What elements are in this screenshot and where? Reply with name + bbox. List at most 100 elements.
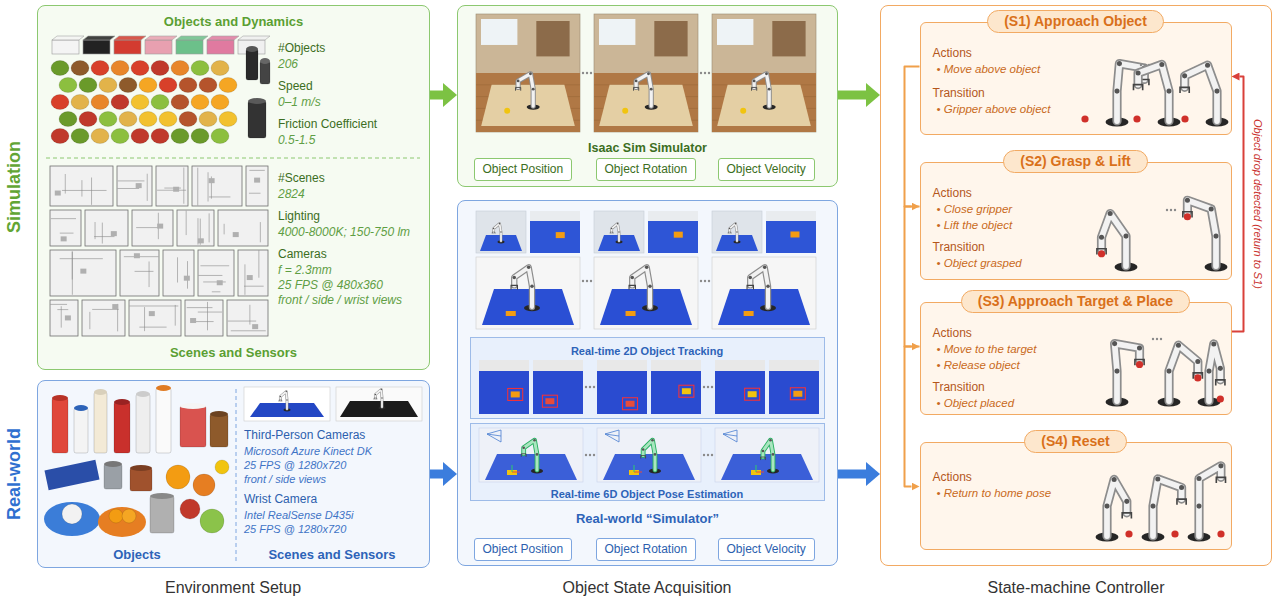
text-slot: Speed: [278, 76, 313, 94]
node-label: Actions: [933, 186, 972, 201]
robot-joint: [618, 231, 620, 233]
object-can: [180, 406, 206, 447]
floor-plan-furniture: [173, 187, 179, 192]
robot-joint: [648, 284, 652, 288]
robot-arm: [280, 392, 287, 409]
ellipsis-dot: [1139, 63, 1141, 65]
floor-plan-furniture: [190, 318, 196, 323]
robot-joint: [1217, 365, 1222, 370]
floor-plan-furniture: [209, 178, 215, 183]
camera-frame: [712, 211, 762, 253]
ellipsis-dot: [584, 385, 586, 387]
label-slot: Real-world: [3, 428, 26, 520]
toy-block: [52, 40, 79, 54]
robot-joint: [527, 266, 531, 270]
tracking-frame-wall: [715, 360, 765, 371]
node-label: Scenes and Sensors: [268, 547, 395, 563]
node-label: Object Velocity: [727, 542, 806, 557]
text-slot: Microsoft Azure Kinect DK: [244, 441, 372, 459]
node-label: Object Position: [483, 542, 564, 557]
floor-plan-wall: [186, 211, 187, 235]
sim-floor: [594, 73, 698, 132]
node-label: 25 FPS @ 1280x720: [244, 523, 346, 537]
robot-joint: [1211, 341, 1216, 346]
node-label: • Object grasped: [937, 256, 1022, 270]
floor-plan: [246, 166, 268, 206]
floor-plan-wall: [198, 312, 222, 313]
object-fruit: [131, 61, 149, 76]
robot-gripper: [634, 87, 639, 90]
robot-joint: [499, 223, 501, 225]
robot-joint: [611, 228, 613, 230]
robot-gripper: [760, 457, 765, 460]
floor-plan-furniture: [217, 280, 223, 285]
text-slot: f = 2.3mm: [278, 260, 332, 278]
floor-plan-furniture: [61, 236, 67, 241]
object-fruit: [139, 112, 157, 127]
object-fruit: [171, 95, 189, 110]
ellipsis-dot: [1169, 208, 1171, 210]
robot-joint: [761, 449, 764, 452]
object-can: [260, 61, 270, 84]
robot-joint: [1184, 197, 1189, 202]
ellipsis-dot: [706, 453, 708, 455]
floor-plan-furniture: [184, 276, 190, 281]
floor-plan-furniture: [233, 232, 239, 237]
text-slot: • Gripper above object: [937, 99, 1051, 117]
text-slot: Actions: [933, 43, 972, 61]
text-slot: (S4) Reset: [921, 430, 1231, 454]
text-slot: Transition: [933, 377, 985, 395]
sim-table: [717, 85, 811, 126]
robot-joint: [530, 284, 534, 288]
robot-joint: [1136, 345, 1141, 350]
bounding-box: [790, 387, 805, 399]
object-fruit: [91, 129, 109, 144]
robot-gripper: [1215, 379, 1224, 385]
controller-panel: State-machine Controller(S1) Approach Ob…: [880, 5, 1272, 566]
robot-arm: [1107, 479, 1127, 536]
table-top: [485, 454, 577, 480]
object-can-top: [114, 399, 130, 405]
return-arrow: [1232, 77, 1244, 332]
robot-joint: [1196, 503, 1201, 508]
environment-panel: ObjectsThird-Person CamerasMicrosoft Azu…: [37, 380, 430, 568]
pose-frame: [479, 428, 583, 482]
ellipsis-dot: [1155, 337, 1157, 339]
floor-plan: [50, 250, 116, 296]
robot-joint: [380, 389, 382, 391]
object-ball: [1194, 374, 1201, 381]
tracking-frame: [769, 360, 819, 414]
robot-joint: [1208, 206, 1213, 211]
pose-axis: [511, 465, 512, 472]
camera-frame: [476, 211, 526, 253]
object-block: [626, 311, 636, 316]
robot-joint: [1104, 503, 1109, 508]
object-fruit: [139, 78, 157, 93]
node-label: 4000-8000K; 150-750 lm: [278, 225, 410, 240]
node-label: Scenes and Sensors: [170, 345, 297, 361]
object-fruit: [151, 61, 169, 76]
floor-plan: [185, 300, 223, 336]
object-fruit: [91, 95, 109, 110]
robot-joint: [651, 438, 654, 441]
robot-joint: [641, 448, 644, 451]
camera-frame: [712, 257, 816, 329]
camera-frustum: [605, 430, 619, 442]
node-label: Object Rotation: [605, 162, 688, 177]
separator-line: [46, 158, 420, 159]
object-fruit: [62, 504, 82, 524]
table-top: [340, 401, 418, 417]
text-slot: Actions: [933, 183, 972, 201]
robot-joint: [517, 79, 520, 82]
text-slot: 0–1 m/s: [278, 92, 321, 110]
object-fruit: [99, 112, 117, 127]
floor-plan: [85, 210, 128, 246]
bounding-box: [542, 395, 557, 407]
object-block: [510, 391, 519, 397]
floor-plan: [177, 210, 214, 246]
floor-plan-wall: [60, 233, 74, 234]
robot-gripper: [521, 453, 526, 456]
object-pack: [44, 460, 99, 490]
node-label: Isaac Sim Simulator: [588, 141, 707, 157]
object-can-top: [150, 493, 174, 499]
